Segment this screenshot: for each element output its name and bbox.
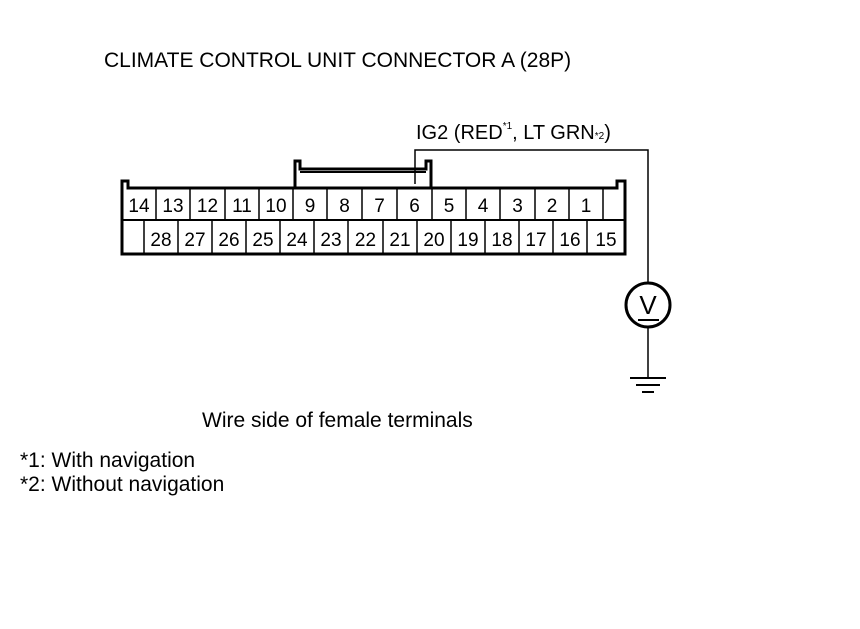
probe-wire — [414, 149, 649, 282]
terminal-10: 10 — [265, 196, 286, 217]
wire-label-middle: , LT GRN — [512, 122, 595, 144]
terminal-26: 26 — [218, 230, 239, 251]
terminal-11: 11 — [232, 196, 252, 217]
terminal-27: 27 — [184, 230, 205, 251]
diagram-title: CLIMATE CONTROL UNIT CONNECTOR A (28P) — [104, 49, 571, 72]
terminal-17: 17 — [525, 230, 546, 251]
terminal-9: 9 — [305, 196, 316, 217]
wire-label-suffix: ) — [604, 122, 611, 144]
terminal-24: 24 — [286, 230, 308, 251]
terminal-21: 21 — [389, 230, 410, 251]
diagram-caption: Wire side of female terminals — [202, 409, 473, 432]
wire-label: IG2 (RED*1, LT GRN*2) — [416, 121, 611, 144]
terminal-22: 22 — [355, 230, 376, 251]
terminal-18: 18 — [491, 230, 512, 251]
terminal-2: 2 — [547, 196, 558, 217]
terminal-12: 12 — [197, 196, 218, 217]
terminal-13: 13 — [162, 196, 183, 217]
wire-label-prefix: IG2 (RED — [416, 122, 503, 144]
voltmeter-icon: V — [624, 281, 672, 329]
terminal-16: 16 — [559, 230, 580, 251]
terminal-19: 19 — [457, 230, 478, 251]
wire-label-sup1: *1 — [503, 121, 513, 132]
terminal-25: 25 — [252, 230, 273, 251]
ground-icon — [630, 377, 666, 393]
terminal-7: 7 — [374, 196, 385, 217]
terminal-20: 20 — [423, 230, 444, 251]
terminal-15: 15 — [595, 230, 616, 251]
terminal-23: 23 — [320, 230, 341, 251]
terminal-5: 5 — [444, 196, 455, 217]
connector-housing — [120, 159, 627, 256]
terminal-1: 1 — [581, 196, 592, 217]
terminal-14: 14 — [128, 196, 150, 217]
terminal-4: 4 — [478, 196, 489, 217]
meter-symbol: V — [639, 290, 657, 320]
wire-label-sup2: *2 — [595, 131, 605, 142]
terminal-8: 8 — [339, 196, 350, 217]
note-with-navigation: *1: With navigation — [20, 449, 195, 472]
terminal-6: 6 — [409, 196, 420, 217]
terminal-3: 3 — [512, 196, 523, 217]
note-without-navigation: *2: Without navigation — [20, 473, 224, 496]
terminal-28: 28 — [150, 230, 171, 251]
